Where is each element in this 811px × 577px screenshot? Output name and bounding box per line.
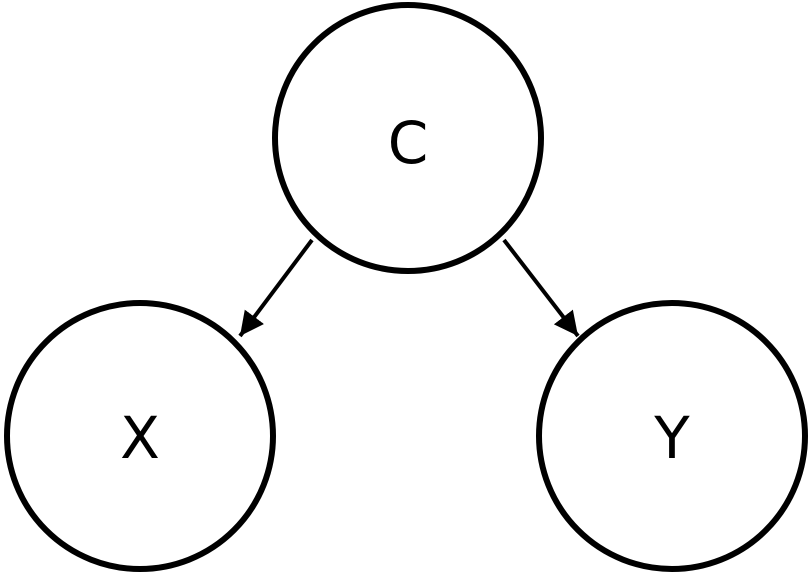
node-y-label: Y — [653, 404, 690, 472]
edge-c-to-y — [502, 238, 580, 338]
node-c-circle — [272, 2, 544, 274]
node-y: Y — [536, 300, 808, 572]
node-x: X — [4, 300, 276, 572]
edge-c-to-x — [238, 238, 314, 338]
node-c-label: C — [388, 109, 429, 177]
node-x-circle — [4, 300, 276, 572]
node-y-circle — [536, 300, 808, 572]
node-x-label: X — [120, 404, 160, 472]
node-c: C — [272, 2, 544, 274]
